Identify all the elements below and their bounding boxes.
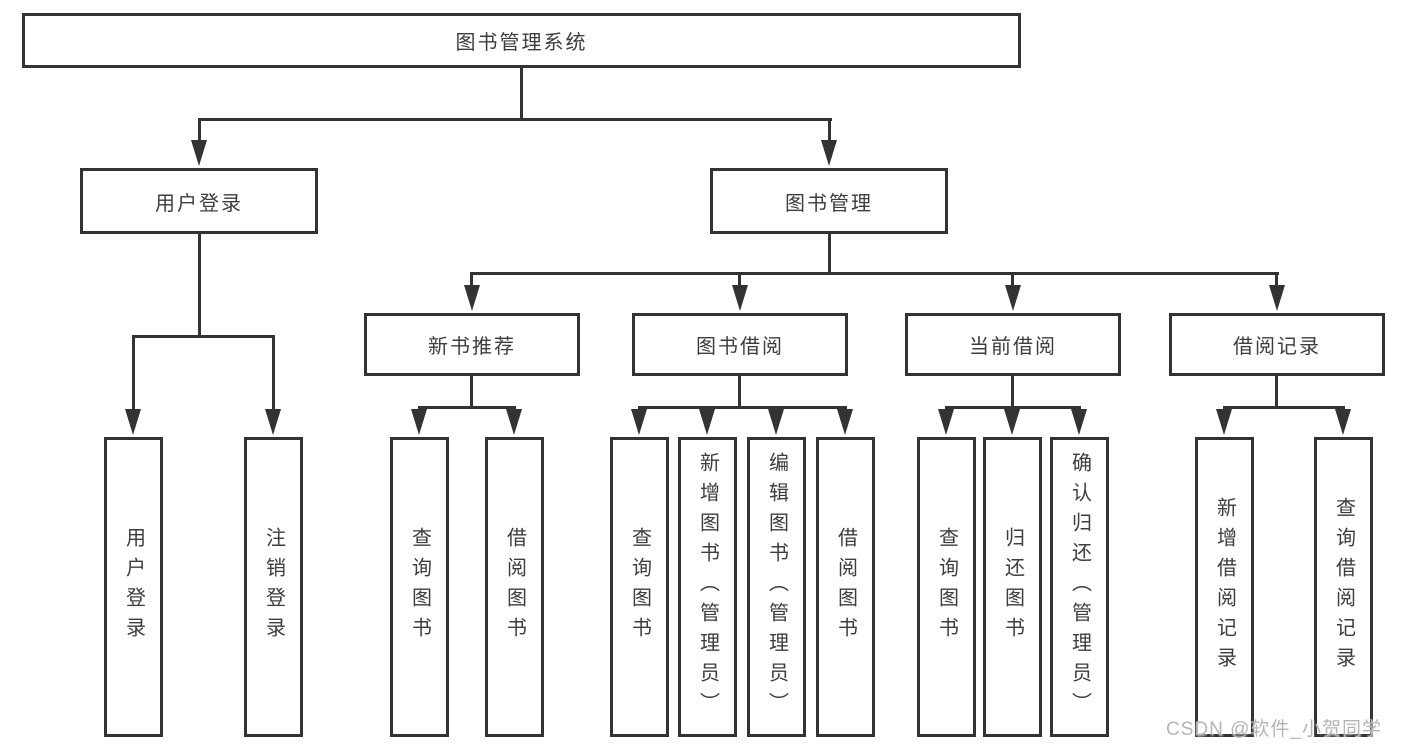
connector-line: [1275, 376, 1278, 406]
connector-line: [470, 275, 473, 288]
connector-line: [520, 68, 523, 118]
leaf-borrow-books-borrowing: 借阅图书: [816, 437, 875, 737]
node-library-management-system: 图书管理系统: [22, 13, 1021, 68]
arrowhead-down-icon: [837, 409, 853, 435]
leaf-label: 查询借阅记录: [1332, 497, 1355, 677]
arrowhead-down-icon: [1071, 409, 1087, 435]
leaf-label: 查询图书: [935, 527, 958, 647]
arrowhead-down-icon: [1335, 409, 1351, 435]
leaf-label: 借阅图书: [834, 527, 857, 647]
leaf-edit-books-admin: 编辑图书（管理员）: [747, 437, 806, 737]
arrowhead-down-icon: [938, 409, 954, 435]
leaf-query-books-recommend: 查询图书: [390, 437, 449, 737]
node-book-management: 图书管理: [710, 168, 948, 234]
leaf-label: 注销登录: [262, 527, 285, 647]
arrowhead-down-icon: [1216, 409, 1232, 435]
leaf-label: 确认归还（管理员）: [1068, 452, 1091, 722]
connector-line: [272, 338, 275, 411]
leaf-query-books-borrowing: 查询图书: [610, 437, 669, 737]
node-borrowing-records: 借阅记录: [1169, 313, 1385, 376]
node-label: 图书借阅: [696, 336, 784, 358]
connector-line: [1275, 275, 1278, 288]
leaf-label: 查询图书: [408, 527, 431, 647]
connector-line: [198, 234, 201, 335]
leaf-query-books-current: 查询图书: [917, 437, 976, 737]
arrowhead-down-icon: [191, 140, 207, 166]
arrowhead-down-icon: [768, 409, 784, 435]
connector-line: [1011, 275, 1014, 288]
leaf-label: 编辑图书（管理员）: [765, 452, 788, 722]
arrowhead-down-icon: [732, 285, 748, 311]
connector-line: [1223, 406, 1345, 409]
leaf-logout: 注销登录: [244, 437, 303, 737]
leaf-user-login: 用户登录: [104, 437, 163, 737]
arrowhead-down-icon: [699, 409, 715, 435]
node-label: 用户登录: [155, 192, 243, 215]
node-user-login: 用户登录: [80, 168, 318, 234]
leaf-label: 新增图书（管理员）: [696, 452, 719, 722]
node-label: 图书管理系统: [455, 32, 588, 54]
arrowhead-down-icon: [1004, 409, 1020, 435]
leaf-borrow-books-recommend: 借阅图书: [485, 437, 544, 737]
leaf-label: 归还图书: [1001, 527, 1024, 647]
arrowhead-down-icon: [631, 409, 647, 435]
connector-line: [738, 376, 741, 406]
watermark-text: CSDN @软件_小贺同学: [1166, 719, 1382, 740]
leaf-label: 查询图书: [628, 527, 651, 647]
node-label: 当前借阅: [969, 336, 1057, 358]
leaf-return-books: 归还图书: [983, 437, 1042, 737]
arrowhead-down-icon: [125, 409, 141, 435]
arrowhead-down-icon: [265, 409, 281, 435]
connector-line: [828, 121, 831, 144]
leaf-confirm-return-admin: 确认归还（管理员）: [1050, 437, 1109, 737]
connector-line: [198, 118, 832, 121]
leaf-label: 新增借阅记录: [1213, 497, 1236, 677]
arrowhead-down-icon: [506, 409, 522, 435]
node-book-borrowing: 图书借阅: [632, 313, 848, 376]
connector-line: [132, 338, 135, 411]
leaf-add-borrow-record: 新增借阅记录: [1195, 437, 1254, 737]
leaf-label: 借阅图书: [503, 527, 526, 647]
arrowhead-down-icon: [464, 285, 480, 311]
arrowhead-down-icon: [821, 140, 837, 166]
connector-line: [828, 234, 831, 272]
arrowhead-down-icon: [1005, 285, 1021, 311]
connector-line: [738, 275, 741, 288]
connector-line: [638, 406, 847, 409]
connector-line: [945, 406, 1081, 409]
node-label: 图书管理: [785, 192, 873, 215]
arrowhead-down-icon: [1269, 285, 1285, 311]
connector-line: [198, 121, 201, 144]
node-current-borrowing: 当前借阅: [905, 313, 1121, 376]
leaf-query-borrow-record: 查询借阅记录: [1314, 437, 1373, 737]
leaf-add-books-admin: 新增图书（管理员）: [678, 437, 737, 737]
node-label: 借阅记录: [1233, 336, 1321, 358]
leaf-label: 用户登录: [122, 527, 145, 647]
connector-line: [132, 335, 275, 338]
connector-line: [1011, 376, 1014, 406]
connector-line: [470, 376, 473, 406]
node-new-book-recommendation: 新书推荐: [364, 313, 580, 376]
connector-line: [418, 406, 516, 409]
node-label: 新书推荐: [428, 336, 516, 358]
connector-line: [470, 272, 1279, 275]
arrowhead-down-icon: [411, 409, 427, 435]
